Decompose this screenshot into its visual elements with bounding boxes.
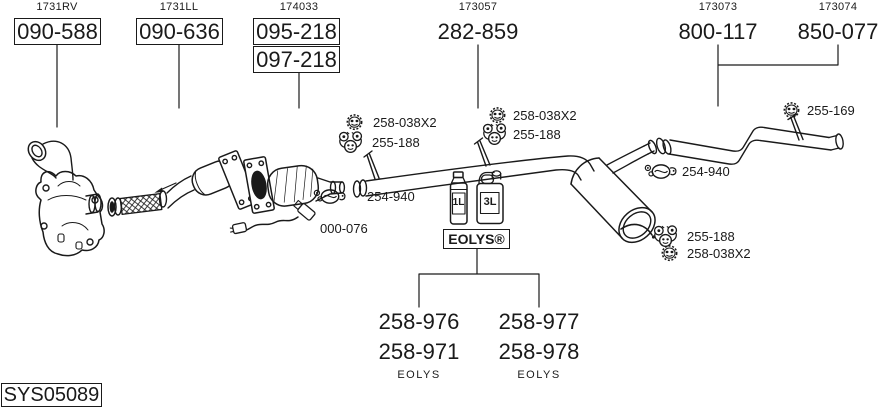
part-number[interactable]: 254-940 xyxy=(367,189,415,204)
oxygen-sensor-drawing xyxy=(229,199,316,235)
part-number[interactable]: 258-978 xyxy=(498,339,580,364)
diagram-id-box: SYS05089 xyxy=(1,383,102,407)
eolys-brand-label: EOLYS® xyxy=(448,231,505,247)
middle-silencer-drawing xyxy=(570,139,658,244)
group-code: 173057 xyxy=(458,1,498,13)
bottle-size-label: 3L xyxy=(483,196,497,208)
part-number-box[interactable]: 097-218 xyxy=(253,46,340,73)
part-number-box[interactable]: 090-636 xyxy=(136,18,223,45)
clamp-icon xyxy=(312,187,348,206)
part-number[interactable]: 800-117 xyxy=(678,18,758,44)
part-number[interactable]: 850-077 xyxy=(797,18,878,44)
particulate-filter-drawing xyxy=(243,156,346,214)
part-number[interactable]: 000-076 xyxy=(320,221,368,236)
hanger-strap xyxy=(620,223,653,236)
callout-rear-hanger: 255-188 xyxy=(652,224,735,248)
callout-front-hanger: 255-188 xyxy=(337,130,420,154)
part-number[interactable]: 258-038X2 xyxy=(687,246,751,261)
group-code: 173073 xyxy=(698,1,738,13)
tail-pipe-drawing xyxy=(655,113,844,165)
clamp-icon xyxy=(643,162,679,181)
eolys-brand-box: EOLYS® xyxy=(443,229,510,249)
part-number[interactable]: 258-971 xyxy=(378,339,460,364)
hanger-rod xyxy=(363,150,380,180)
diagram-id: SYS05089 xyxy=(3,383,100,406)
grommet-icon xyxy=(660,245,679,262)
hanger-bracket-icon xyxy=(481,122,508,146)
part-number-box[interactable]: 095-218 xyxy=(253,18,340,45)
part-number[interactable]: 255-188 xyxy=(372,134,420,150)
part-number[interactable]: 255-188 xyxy=(513,126,561,142)
grommet-icon xyxy=(782,102,801,119)
group-code: 174033 xyxy=(279,1,319,13)
flex-pipe-drawing xyxy=(107,182,177,217)
hanger-rod xyxy=(473,137,491,167)
callout-front-clamp: 254-940 xyxy=(312,187,415,206)
eolys-bottles-drawing xyxy=(449,170,504,225)
hanger-bracket-icon xyxy=(337,130,364,154)
brand-label: EOLYS xyxy=(517,369,561,381)
callout-rear-mount: 258-038X2 xyxy=(660,245,751,262)
grommet-icon xyxy=(345,114,364,131)
part-number[interactable]: 258-976 xyxy=(378,309,460,334)
part-number[interactable]: 258-038X2 xyxy=(513,108,577,123)
group-code: 173074 xyxy=(818,1,858,13)
part-number[interactable]: 282-859 xyxy=(437,18,519,44)
intermediate-pipe-drawing xyxy=(352,137,595,198)
callout-front-mount: 258-038X2 xyxy=(345,114,437,131)
group-code: 1731RV xyxy=(36,1,78,13)
callout-rear-clamp: 254-940 xyxy=(643,162,730,181)
group-code: 1731LL xyxy=(159,1,199,13)
part-number[interactable]: 254-940 xyxy=(682,164,730,179)
callout-mid-hanger: 255-188 xyxy=(481,122,561,146)
leader-lines xyxy=(56,44,839,308)
callout-tail-mount: 255-169 xyxy=(782,102,855,119)
part-number[interactable]: 258-038X2 xyxy=(373,115,437,130)
part-number[interactable]: 255-169 xyxy=(807,103,855,118)
catalytic-converter-drawing xyxy=(166,150,258,210)
hanger-rod xyxy=(787,113,804,141)
part-number-box[interactable]: 090-588 xyxy=(14,18,101,45)
callout-mid-mount: 258-038X2 xyxy=(488,107,577,124)
part-number[interactable]: 258-977 xyxy=(498,309,580,334)
front-downpipe-drawing xyxy=(27,140,105,257)
part-number[interactable]: 255-188 xyxy=(687,228,735,244)
brand-label: EOLYS xyxy=(397,369,441,381)
bottle-size-label: 1L xyxy=(452,197,465,208)
